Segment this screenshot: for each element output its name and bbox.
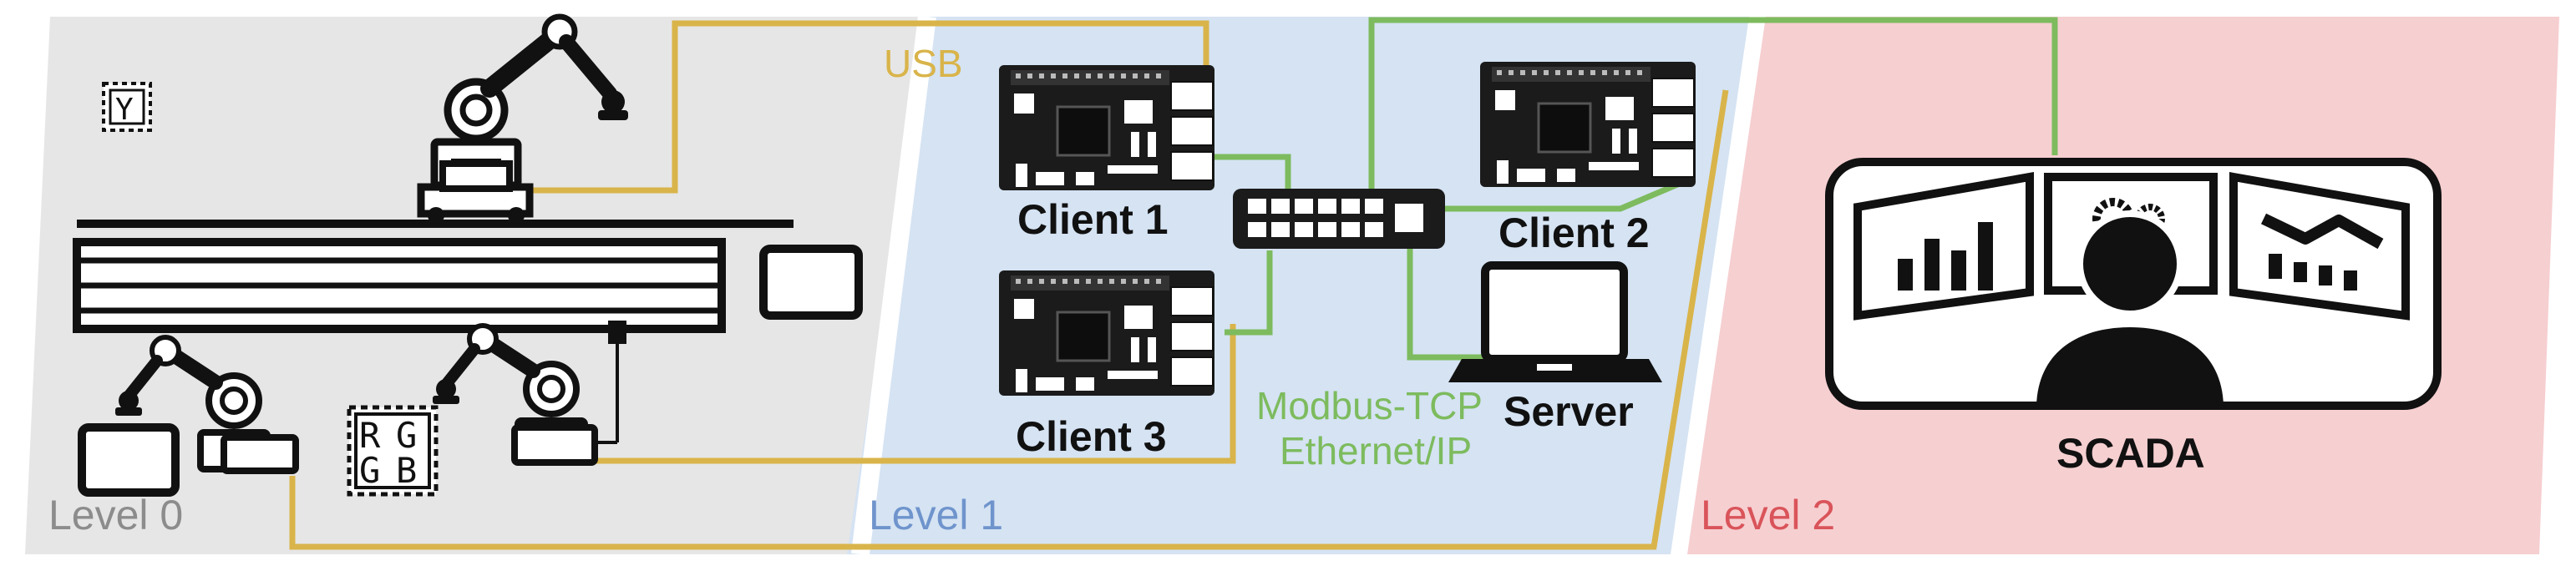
raspberry-pi-icon [997, 63, 1216, 192]
conveyor-belt [73, 238, 726, 333]
usb-cable-lines [289, 20, 1729, 550]
protocol-ethernet-label: Ethernet/IP [1280, 429, 1472, 472]
level-0-label: Level 0 [48, 492, 183, 538]
chip-rgb-r: R [359, 415, 381, 456]
chip-rgb-b: B [396, 450, 417, 491]
scada-operator-icon [1825, 158, 2442, 410]
raspberry-pi-icon [997, 269, 1216, 397]
chip-rgb-g2: G [359, 450, 380, 491]
chip-rgb-g1: G [396, 415, 417, 456]
client-1-label: Client 1 [1017, 196, 1169, 243]
network-cable-lines [1209, 17, 2058, 361]
network-switch-icon [1233, 189, 1445, 249]
chip-icon: R G G B [347, 405, 439, 497]
protocol-modbus-label: Modbus-TCP [1256, 384, 1483, 427]
display-box-icon [78, 423, 180, 497]
laptop-icon [1448, 261, 1662, 382]
level-1-label: Level 1 [869, 492, 1003, 538]
raspberry-pi-icon [1478, 60, 1697, 189]
sensor-icon [608, 321, 626, 344]
client-3-label: Client 3 [1016, 413, 1167, 460]
display-box-icon [759, 245, 863, 320]
chip-icon: Y [102, 82, 152, 132]
client-2-label: Client 2 [1498, 210, 1650, 256]
usb-label: USB [884, 42, 963, 85]
robot-arm-icon [417, 17, 628, 224]
chip-y-label: Y [115, 93, 134, 127]
server-label: Server [1504, 388, 1634, 435]
scada-label: SCADA [2056, 430, 2205, 477]
level-2-label: Level 2 [1701, 492, 1835, 538]
